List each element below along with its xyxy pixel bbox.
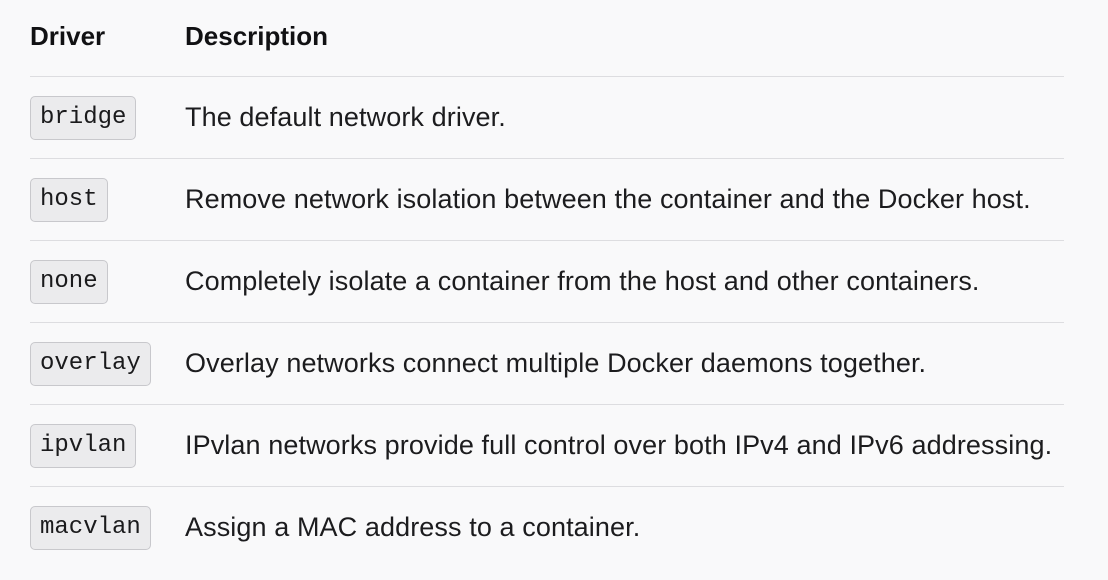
driver-cell: bridge bbox=[30, 95, 185, 140]
driver-cell: none bbox=[30, 259, 185, 304]
table-row: host Remove network isolation between th… bbox=[30, 158, 1064, 240]
description-column-header: Description bbox=[185, 20, 329, 51]
description-cell: Overlay networks connect multiple Docker… bbox=[185, 348, 927, 378]
table-header: Driver Description bbox=[30, 0, 1064, 76]
driver-code: ipvlan bbox=[30, 423, 137, 468]
driver-code: host bbox=[30, 177, 108, 222]
driver-cell: macvlan bbox=[30, 505, 185, 550]
description-cell: Remove network isolation between the con… bbox=[185, 184, 1031, 214]
driver-cell: overlay bbox=[30, 341, 185, 386]
driver-code: none bbox=[30, 259, 108, 304]
network-drivers-table: Driver Description bridge The default ne… bbox=[30, 0, 1064, 568]
driver-code: bridge bbox=[30, 95, 137, 140]
description-cell: The default network driver. bbox=[185, 102, 506, 132]
table-row: macvlan Assign a MAC address to a contai… bbox=[30, 486, 1064, 568]
driver-column-header: Driver bbox=[30, 20, 106, 51]
driver-cell: host bbox=[30, 177, 185, 222]
table-row: none Completely isolate a container from… bbox=[30, 240, 1064, 322]
description-cell: Assign a MAC address to a container. bbox=[185, 512, 641, 542]
description-cell: IPvlan networks provide full control ove… bbox=[185, 430, 1053, 460]
driver-cell: ipvlan bbox=[30, 423, 185, 468]
driver-code: overlay bbox=[30, 341, 151, 386]
table-row: ipvlan IPvlan networks provide full cont… bbox=[30, 404, 1064, 486]
driver-code: macvlan bbox=[30, 505, 151, 550]
table-row: bridge The default network driver. bbox=[30, 76, 1064, 158]
description-cell: Completely isolate a container from the … bbox=[185, 266, 980, 296]
table-row: overlay Overlay networks connect multipl… bbox=[30, 322, 1064, 404]
